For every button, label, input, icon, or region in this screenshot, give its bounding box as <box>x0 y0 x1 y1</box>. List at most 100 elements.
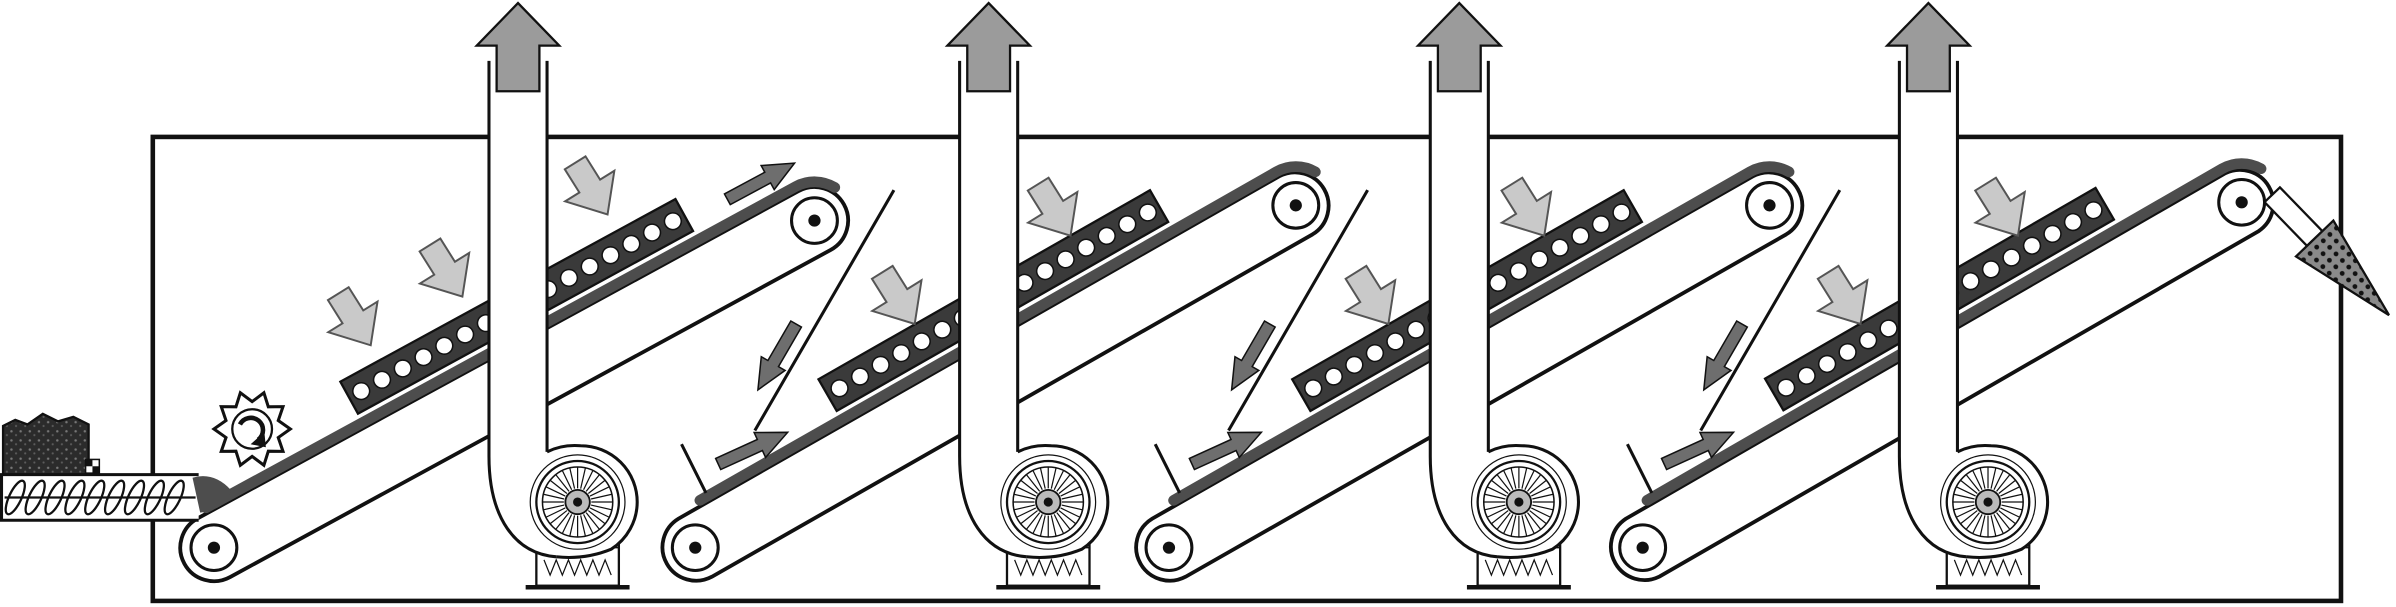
outlet-shaft <box>2262 185 2325 248</box>
fan-blade <box>1956 507 1976 518</box>
plate-hole <box>850 367 870 386</box>
duct-left-wall <box>1428 60 1498 559</box>
drive-chain <box>1484 558 1554 577</box>
process-arrow-shape <box>1702 319 1749 392</box>
plate-hole <box>2022 236 2042 255</box>
fan-blade <box>1953 493 1975 500</box>
plate-hole <box>372 370 392 389</box>
material-flow-arrow-icon-belt-1-top <box>723 162 797 206</box>
plate-hole <box>933 320 952 339</box>
fan-blade <box>580 467 586 489</box>
plate-hole <box>1076 238 1096 257</box>
fan-blade <box>583 514 594 534</box>
fan-blade <box>1979 467 1986 489</box>
plate-hole <box>1858 331 1878 350</box>
exhaust-up-arrow-icon-3 <box>1415 1 1504 93</box>
top-pulley-axle <box>808 214 821 227</box>
plate-hole <box>1097 226 1116 246</box>
material-layer <box>1168 161 1795 506</box>
airflow-arrow-shape <box>562 155 616 216</box>
screw-flight <box>84 479 106 516</box>
top-pulley-axle <box>1763 199 1776 212</box>
fan-blade <box>1998 479 2016 494</box>
fan-blade <box>589 507 610 518</box>
feeder-layer <box>0 390 293 522</box>
fan-blade <box>1020 510 1038 525</box>
fan-blade <box>1993 514 2004 534</box>
fan-scroll-housing <box>546 443 639 559</box>
airflow-arrow-icon-4-2 <box>1973 176 2027 238</box>
product-outlet-arrow-icon <box>2262 185 2390 317</box>
duct-left-wall <box>958 60 1027 559</box>
fan-blade <box>1032 470 1043 490</box>
fan-blade <box>1529 510 1547 525</box>
material-layer <box>694 161 1321 506</box>
fan-blade <box>1521 467 1528 489</box>
plate-hole <box>414 347 433 367</box>
fan-blade <box>543 504 565 511</box>
fan-blade <box>587 479 606 494</box>
fan-blade <box>1510 467 1517 489</box>
plate-hole <box>455 325 475 344</box>
fan-blade <box>569 515 576 537</box>
fan-blade <box>1032 514 1043 534</box>
fan-blade <box>1529 479 1547 494</box>
outlet-head <box>2294 218 2390 317</box>
fan-blade <box>1050 467 1057 489</box>
fan-blade <box>1039 467 1046 489</box>
airflow-arrow-shape <box>869 264 923 326</box>
screw-tube-wall <box>0 473 199 522</box>
process-arrow-shape <box>1230 319 1277 392</box>
fan-blade <box>1496 512 1511 530</box>
fan-blade <box>561 514 573 534</box>
duct-left-wall <box>1897 60 1967 559</box>
plate-hole <box>2063 212 2083 232</box>
fan-blade <box>561 470 573 490</box>
plate-hole <box>1612 203 1631 222</box>
checker-cell <box>92 466 100 474</box>
fan-inlet-ring <box>1940 454 2036 550</box>
fan-blade <box>555 474 570 492</box>
plate-hole <box>435 336 454 355</box>
airflow-arrow-icon-3-2 <box>1499 176 1553 238</box>
drive-chain <box>1014 558 1083 577</box>
plate-hole <box>1797 366 1816 385</box>
fan-blade <box>1503 514 1514 534</box>
airflow-arrow-icon-1-3 <box>562 155 616 216</box>
airflow-arrow-shape <box>325 285 379 347</box>
fan-blade <box>1061 493 1083 500</box>
fan-blade <box>569 467 576 489</box>
airflow-layer <box>325 155 2027 347</box>
top-pulley-axle <box>2235 196 2248 209</box>
fan-blade <box>1050 515 1057 537</box>
plate-hole <box>1961 272 1980 291</box>
centrifugal-fan-icon-2 <box>958 60 1110 590</box>
fan-blade <box>1990 515 1997 537</box>
plate-hole <box>622 234 641 254</box>
fan-inlet-ring <box>529 454 626 550</box>
fan-blade <box>1979 515 1986 537</box>
ducts-fans-layer <box>487 60 2050 590</box>
fan-blade <box>1998 510 2016 525</box>
screw-flight <box>4 479 26 516</box>
process-arrows-layer <box>680 162 1842 494</box>
fan-blade <box>1484 493 1506 500</box>
fan-blade <box>580 515 586 537</box>
fan-shaft <box>573 497 583 507</box>
fan-blade <box>549 479 568 494</box>
airflow-arrow-shape <box>1025 176 1079 238</box>
material-flow-arrow-icon-drop-2 <box>756 319 803 392</box>
fan-blade <box>1060 486 1081 497</box>
screw-flight <box>24 479 46 516</box>
exhaust-up-arrow-icon-4 <box>1884 1 1973 93</box>
fan-blade <box>1053 470 1065 490</box>
plate-hole <box>1035 261 1055 281</box>
fan-blade <box>1526 474 1542 492</box>
plate-hole <box>1817 354 1837 374</box>
exhaust-layer <box>474 1 1973 93</box>
fan-blade <box>1484 504 1506 511</box>
plate-hole <box>559 268 579 287</box>
fan-scroll-housing <box>1487 443 1581 559</box>
bottom-pulley-axle <box>1162 541 1176 554</box>
